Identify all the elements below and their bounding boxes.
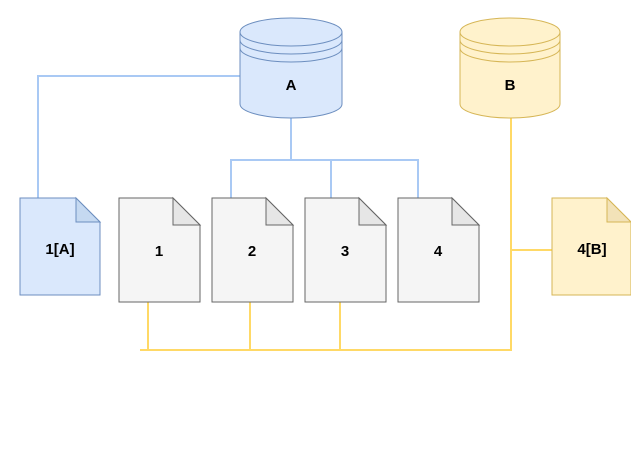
cylinder-a-body — [239, 31, 343, 119]
document-1a-fold — [75, 196, 102, 223]
cylinder-b-body — [459, 31, 561, 119]
document-1-fold — [172, 196, 202, 226]
document-2-fold — [265, 196, 295, 226]
node-layer: A B 1[A] 1 — [19, 17, 631, 303]
cylinder-a-ring-2 — [239, 47, 343, 63]
node-document-1a[interactable]: 1[A] — [19, 196, 102, 296]
cylinder-b-ring-2 — [459, 47, 561, 63]
node-document-4b[interactable]: 4[B] — [551, 196, 631, 296]
cylinder-a-top — [239, 17, 343, 47]
node-cylinder-a[interactable]: A — [239, 17, 343, 119]
node-cylinder-b[interactable]: B — [459, 17, 561, 119]
document-4b-fold — [606, 196, 631, 223]
document-4-fold — [451, 196, 481, 226]
node-document-4[interactable]: 4 — [397, 196, 481, 303]
cylinder-a-ring-1 — [239, 39, 343, 55]
cylinder-b-top — [459, 17, 561, 47]
node-document-3[interactable]: 3 — [304, 196, 388, 303]
document-3-fold — [358, 196, 388, 226]
cylinder-b-ring-1 — [459, 39, 561, 55]
node-document-2[interactable]: 2 — [211, 196, 295, 303]
edge-a-to-doc-1a — [37, 75, 241, 199]
edge-layer — [37, 75, 553, 351]
node-document-1[interactable]: 1 — [118, 196, 202, 303]
